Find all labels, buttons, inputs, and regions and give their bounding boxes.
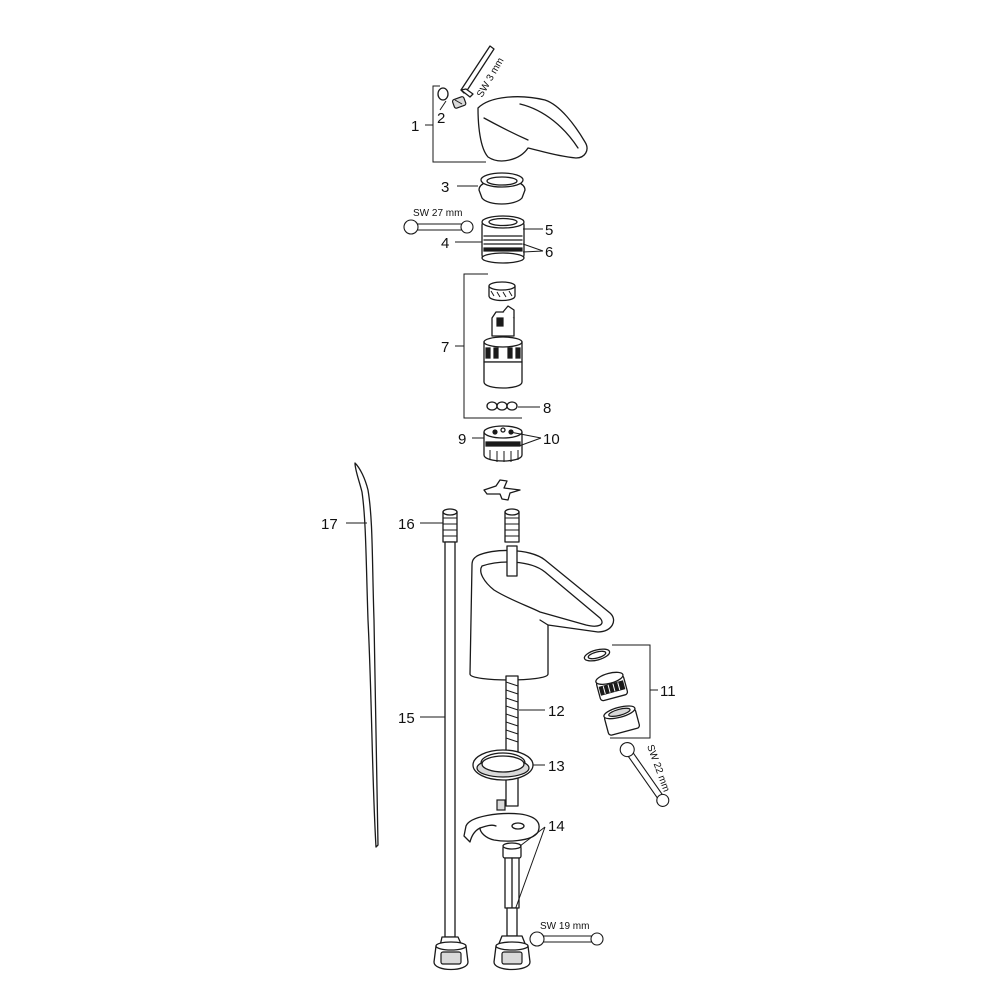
hex-key-icon [460,45,495,98]
long-rod [354,462,379,848]
fixing-nut [502,842,522,909]
leader-10 [509,431,542,447]
mixer-body [469,508,615,681]
lever-handle [477,96,588,162]
leader-14 [514,826,546,911]
cartridge [483,281,523,389]
label-part-15: 15 [398,710,415,727]
label-part-1: 1 [411,118,419,135]
label-part-16: 16 [398,516,415,533]
label-part-9: 9 [458,431,466,448]
cartridge-base [483,425,523,462]
cover-sleeve [478,172,526,205]
label-part-6: 6 [545,244,553,261]
open-end-wrench-icon [529,931,604,947]
bracket-part-11 [610,644,651,739]
label-part-4: 4 [441,235,449,252]
cartridge-nut [481,215,525,264]
flexible-hose [433,508,469,971]
mounting-ring [472,749,534,781]
label-part-7: 7 [441,339,449,356]
leader-2 [439,100,447,111]
threaded-rod [505,675,519,807]
label-part-10: 10 [543,431,560,448]
label-part-5: 5 [545,222,553,239]
label-part-8: 8 [543,400,551,417]
open-end-wrench-icon [619,742,670,807]
label-part-12: 12 [548,703,565,720]
set-screw-and-cap [437,87,467,109]
fixing-plate [463,799,540,843]
open-end-wrench-icon [403,219,474,235]
label-part-3: 3 [441,179,449,196]
bracket-part-1 [432,85,486,163]
label-part-11: 11 [660,683,676,700]
wrench-27-label: SW 27 mm [413,208,462,219]
label-part-14: 14 [548,818,565,835]
label-part-2: 2 [437,110,445,127]
leader-6 [522,243,544,253]
wrench-19-label: SW 19 mm [540,921,589,932]
retaining-clip [483,479,521,501]
label-part-17: 17 [321,516,338,533]
aerator [583,648,641,736]
wrench-22-label: SW 22 mm [644,743,671,793]
hose-bottom-fitting [493,907,531,971]
seals [486,401,518,411]
label-part-13: 13 [548,758,565,775]
